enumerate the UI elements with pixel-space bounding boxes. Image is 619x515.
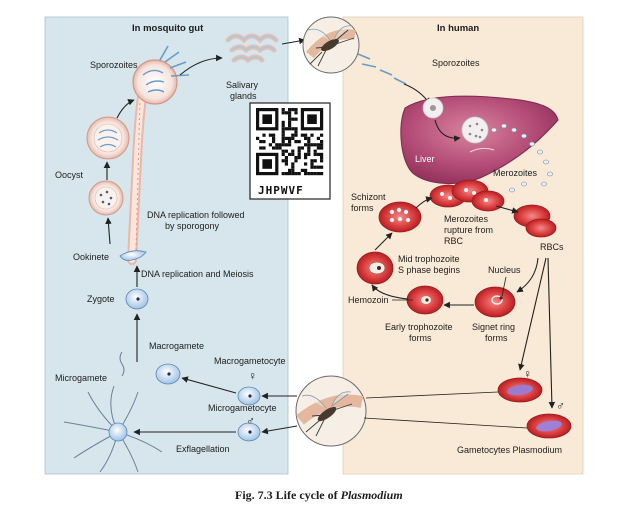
arrow-sporozoites-to-glands <box>179 54 223 76</box>
sporozoites-left-label: Sporozoites <box>90 60 138 70</box>
qr-modules <box>256 108 324 176</box>
rupture-label-2: rupture from <box>444 225 493 235</box>
mid-troph-label-2: S phase begins <box>398 265 461 275</box>
human-panel-title: In human <box>437 23 479 34</box>
arrow-macrogametocyte-to-macrogamete <box>181 376 237 394</box>
arrow-rbc-to-male-gametocyte <box>547 257 556 409</box>
line-female-to-mosquito <box>365 391 499 399</box>
merozoites-liver <box>491 123 553 193</box>
liver-label: Liver <box>415 154 435 164</box>
oocyst-small <box>88 180 124 216</box>
mosquito-panel-title: In mosquito gut <box>132 23 204 34</box>
rbcs-label: RBCs <box>540 242 564 252</box>
arrow-glands-to-mosquito <box>281 37 306 45</box>
signet-ring <box>474 286 516 318</box>
early-troph-label-1: Early trophozoite <box>385 322 453 332</box>
schizont <box>378 201 422 233</box>
arrow-mid-to-schizont <box>374 232 393 251</box>
arrow-mosquito-to-microgametocyte <box>261 425 298 435</box>
exflagellation-label: Exflagellation <box>176 444 230 454</box>
mosquito-bite-bottom <box>295 375 367 447</box>
sporozoites-human <box>357 53 407 85</box>
arrow-oocyst-to-sporozoites <box>116 99 135 119</box>
nucleus-pointer <box>501 276 507 297</box>
rupture-label-3: RBC <box>444 236 464 246</box>
macrogamete-label: Macrogamete <box>149 341 204 351</box>
oocyst-label: Oocyst <box>55 170 84 180</box>
female-gametocyte-symbol: ♀ <box>523 367 532 381</box>
human-panel <box>342 16 584 475</box>
salivary-glands <box>225 33 279 64</box>
microgametocyte <box>237 422 261 442</box>
ookinete-label: Ookinete <box>73 252 109 262</box>
mid-troph-label-1: Mid trophozoite <box>398 254 460 264</box>
early-troph-label-2: forms <box>409 333 432 343</box>
exflagellation-cell <box>63 385 163 473</box>
line-male-to-mosquito <box>363 417 528 429</box>
qr-code-label: JHPWVF <box>258 184 304 197</box>
mid-trophozoite <box>356 251 394 285</box>
male-gametocyte <box>526 413 572 439</box>
macrogamete <box>155 363 181 385</box>
macrogametocyte <box>237 386 261 406</box>
arrow-ookinete-to-oocyst <box>105 217 112 245</box>
zygote <box>125 288 149 310</box>
zygote-label: Zygote <box>87 294 115 304</box>
arrow-rbc-to-female-gametocyte <box>518 257 547 371</box>
arrow-schizont-to-rupture <box>415 196 433 209</box>
dna-meiosis-label: DNA replication and Meiosis <box>141 269 254 279</box>
salivary-label-1: Salivary <box>226 80 259 90</box>
signet-label-1: Signet ring <box>472 322 515 332</box>
signet-label-2: forms <box>485 333 508 343</box>
macrogametocyte-symbol: ♀ <box>248 369 257 383</box>
dna-sporogony-label-1: DNA replication followed <box>147 210 245 220</box>
nucleus-label: Nucleus <box>488 265 521 275</box>
ookinete <box>119 250 147 261</box>
rupture-label-1: Merozoites <box>444 214 489 224</box>
sporozoite-release <box>132 45 190 105</box>
arrow-rbc-to-signet <box>516 257 539 293</box>
early-trophozoite <box>406 285 444 315</box>
schizont-label-2: forms <box>351 203 374 213</box>
microgametocyte-symbol: ♂ <box>246 414 255 428</box>
rbcs <box>513 204 557 238</box>
hemozoin-label: Hemozoin <box>348 295 389 305</box>
caption-italic: Plasmodium <box>341 488 403 502</box>
arrow-early-to-mid <box>371 284 409 300</box>
dna-sporogony-label-2: by sporogony <box>165 221 220 231</box>
schizont-rbcs <box>429 179 505 212</box>
arrow-merozoites-to-rbc <box>495 205 519 214</box>
sporozoites-right-label: Sporozoites <box>432 58 480 68</box>
microgametocyte-label: Microgametocyte <box>208 403 277 413</box>
female-gametocyte <box>497 377 543 403</box>
figure-caption: Fig. 7.3 Life cycle of Plasmodium <box>235 488 403 502</box>
microgamete-squiggle <box>119 351 125 377</box>
liver <box>400 95 559 184</box>
merozoites-label: Merozoites <box>493 168 538 178</box>
male-gametocyte-symbol: ♂ <box>556 399 565 413</box>
salivary-label-2: glands <box>230 91 257 101</box>
oocyst-large <box>86 116 130 160</box>
microgamete-label: Microgamete <box>55 373 107 383</box>
schizont-label-1: Schizont <box>351 192 386 202</box>
qr-code: JHPWVF <box>249 102 331 200</box>
mosquito-bite-top <box>302 16 360 74</box>
macrogametocyte-label: Macrogametocyte <box>214 356 286 366</box>
gametocytes-label: Gametocytes Plasmodium <box>457 445 562 455</box>
caption-prefix: Fig. 7.3 Life cycle of <box>235 488 341 502</box>
